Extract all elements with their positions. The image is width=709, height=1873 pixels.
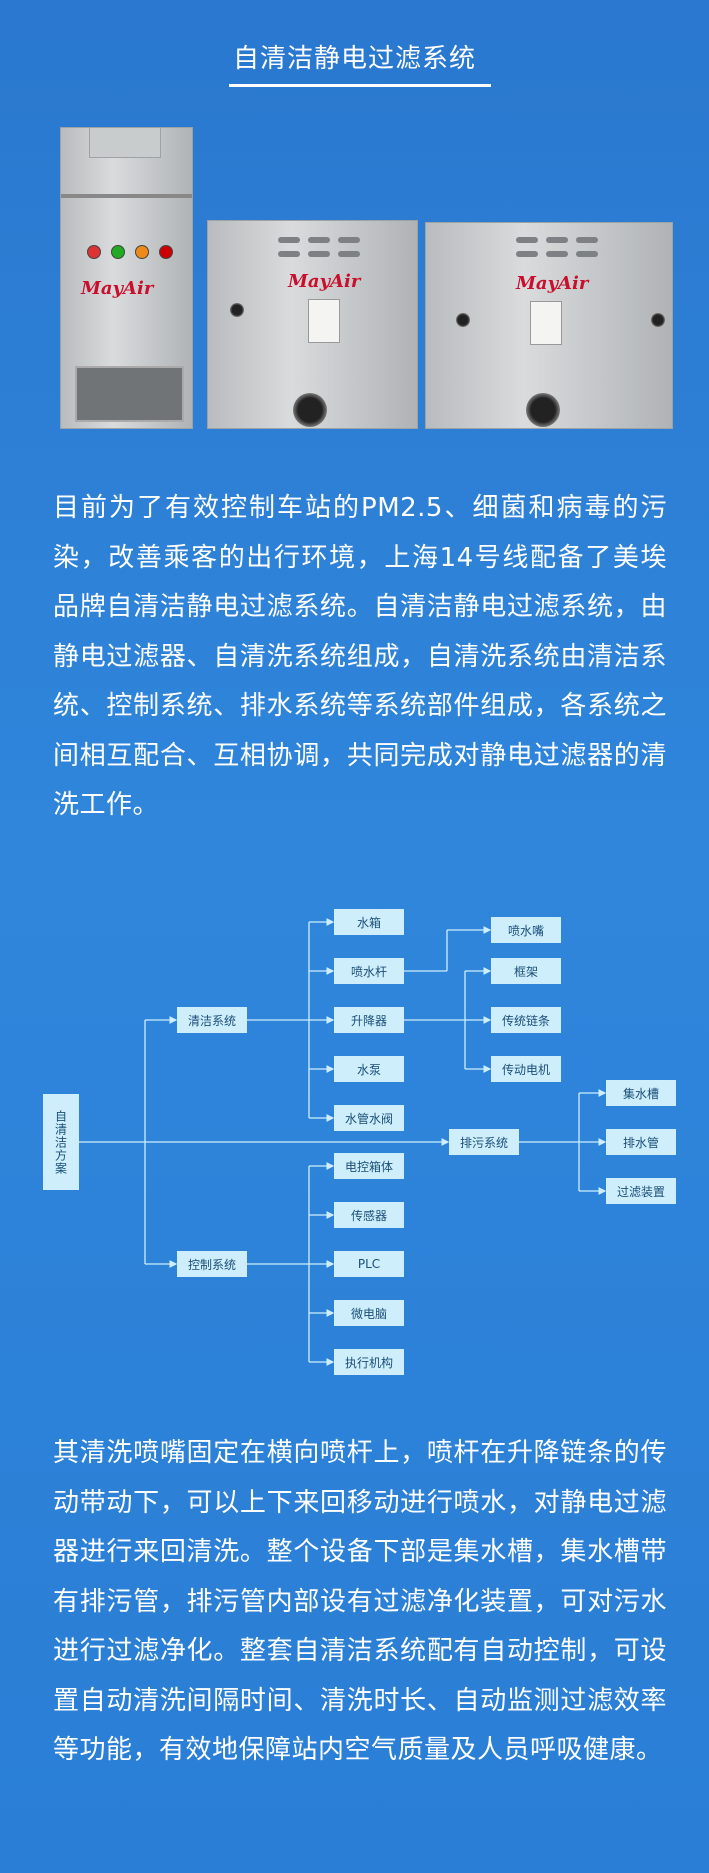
process-paragraph: 其清洗喷嘴固定在横向喷杆上，喷杆在升降链条的传动带动下，可以上下来回移动进行喷水… [53, 1438, 667, 1765]
node-clean-system: 清洁系统 [177, 1007, 247, 1033]
node-pipe-valve: 水管水阀 [334, 1105, 404, 1131]
node-lifter: 升降器 [334, 1007, 404, 1033]
node-frame: 框架 [491, 958, 561, 984]
node-drain-system: 排污系统 [449, 1129, 519, 1155]
node-control-system: 控制系统 [177, 1251, 247, 1277]
node-control-box: 电控箱体 [334, 1153, 404, 1179]
product-photo-3: MayAir [425, 222, 673, 429]
product-photo-2: MayAir [207, 220, 418, 429]
node-water-tank: 水箱 [334, 909, 404, 935]
product-photo-1: MayAir [60, 127, 193, 429]
node-spray-rod: 喷水杆 [334, 958, 404, 984]
intro-paragraph: 目前为了有效控制车站的PM2.5、细菌和病毒的污染，改善乘客的出行环境，上海14… [53, 493, 667, 820]
title-underline [229, 84, 491, 87]
brand-logo: MayAir [81, 278, 154, 299]
page-title: 自清洁静电过滤系统 [232, 44, 476, 74]
node-plc: PLC [334, 1251, 404, 1277]
brand-logo: MayAir [516, 273, 589, 294]
node-filter-device: 过滤装置 [606, 1178, 676, 1204]
node-microcomputer: 微电脑 [334, 1300, 404, 1326]
node-sensor: 传感器 [334, 1202, 404, 1228]
diagram-connectors [79, 918, 607, 1366]
node-actuator: 执行机构 [334, 1349, 404, 1375]
node-drain-pipe: 排水管 [606, 1129, 676, 1155]
node-root: 自清洁方案 [43, 1094, 79, 1190]
node-nozzle: 喷水嘴 [491, 917, 561, 943]
node-sump: 集水槽 [606, 1080, 676, 1106]
node-chain: 传统链条 [491, 1007, 561, 1033]
brand-logo: MayAir [288, 271, 361, 292]
node-pump: 水泵 [334, 1056, 404, 1082]
system-tree-diagram: 自清洁方案 清洁系统 水箱 喷水杆 升降器 水泵 水管水阀 喷水嘴 框架 传统链… [0, 890, 709, 1390]
node-motor: 传动电机 [491, 1056, 561, 1082]
